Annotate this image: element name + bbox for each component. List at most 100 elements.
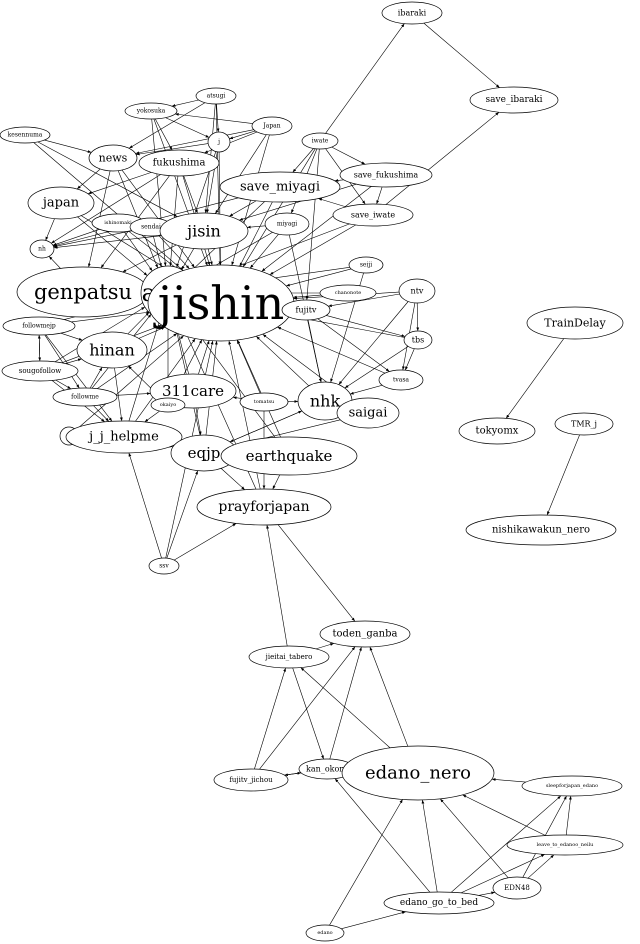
node-j_j_helpme: j_j_helpme [65, 420, 183, 454]
node-label: jieitai_tabero [265, 653, 313, 661]
edge-sougofollow-to-followmejp [37, 334, 41, 362]
edge-EDN48-to-leave_to_edanoo_neilu [527, 854, 555, 879]
edge-prayforjapan-to-toden_ganba [277, 524, 356, 622]
edge-kesennuma-to-jisin [37, 141, 178, 217]
edge-followme-to-hinan [89, 367, 103, 389]
node-save_fukushima: save_fukushima [339, 162, 433, 188]
node-label: kan_okoro [306, 765, 348, 774]
node-ellipse [554, 412, 614, 436]
node-label: news [99, 152, 128, 165]
node-label: tbs [412, 336, 424, 345]
node-kan_okoro: kan_okoro [298, 758, 356, 780]
edge-atsugi-to-yokosuka [171, 99, 199, 107]
node-ellipse [148, 557, 180, 575]
edge-followmejp-to-hinan [60, 332, 83, 341]
edge-save_iwate-to-save_miyagi [318, 198, 347, 208]
edge-edano_go_to_bed-to-sleepforjapan_edano [451, 795, 562, 893]
node-label: tvasa [393, 377, 409, 384]
node-label: edano_nero [365, 763, 471, 784]
edge-save_fukushima-to-save_miyagi [334, 178, 344, 182]
node-kesennuma: kesennuma [0, 126, 51, 144]
node-tomatsu: tomatsu [239, 392, 289, 412]
node-label: seiji [360, 262, 372, 269]
edge-jisin-to-genpatsu [122, 244, 177, 273]
node-label: Japan [262, 123, 280, 130]
edge-miyagi-to-jisin [247, 225, 266, 229]
edge-okaiyo-to-j_j_helpme [144, 410, 160, 423]
node-TrainDelay: TrainDelay [526, 306, 624, 340]
node-genpatsu: genpatsu [16, 266, 150, 318]
edge-save_miyagi-to-jishin [239, 201, 273, 267]
node-j: j [207, 131, 231, 153]
node-ellipse [220, 436, 358, 476]
node-ellipse [281, 299, 331, 321]
edge-ibaraki-to-save_ibaraki [423, 22, 500, 88]
edge-Japan-to-j [229, 130, 256, 140]
edge-fujitv-to-tvasa [317, 318, 390, 372]
node-ellipse [319, 620, 411, 648]
node-ellipse [219, 171, 341, 203]
edge-edano_go_to_bed-to-leave_to_edanoo_neilu [460, 854, 545, 894]
node-ellipse [378, 369, 424, 391]
node-Japan: Japan [251, 116, 293, 136]
node-label: nishikawakun_nero [492, 525, 590, 536]
graph-nodes: ibarakisave_ibarakiatsugiyokosukaJapanjk… [0, 1, 624, 942]
edge-hinan-to-j_j_helpme [114, 367, 123, 422]
edge-jisin-to-jishin [207, 248, 213, 266]
edge-jieitai_tabero-to-kan_okoro [292, 667, 324, 760]
edge-news-to-japan [76, 168, 101, 190]
node-ellipse [305, 924, 345, 942]
node-label: fujitv_jichou [229, 776, 273, 784]
node-ellipse [332, 203, 414, 227]
node-label: nh [38, 246, 46, 253]
node-fujitv: fujitv [281, 299, 331, 321]
edge-iwate-to-ibaraki [325, 23, 405, 134]
node-label: sendai [141, 224, 161, 231]
edge-tomatsu-to-311care [232, 396, 242, 400]
edge-sendai-to-jishin [158, 235, 190, 269]
edge-ishinomaki-to-nh [52, 229, 100, 246]
node-label: tomatsu [254, 399, 275, 405]
node-nh: nh [29, 239, 55, 259]
edge-jieitai_tabero-to-prayforjapan [266, 524, 288, 647]
edge-genpatsu-to-nh [48, 256, 61, 269]
node-label: edano [317, 930, 332, 936]
edge-save_fukushima-to-save_iwate [376, 186, 383, 205]
edge-yokosuka-to-anpi [151, 118, 167, 267]
edge-followmejp-to-j_j_helpme [45, 334, 113, 422]
node-ellipse [403, 330, 433, 350]
node-label: sleepforjapan_edano [546, 783, 598, 789]
edge-iwate-to-save_fukushima [331, 146, 366, 165]
node-followmejp: followmejp [2, 316, 76, 336]
node-nishikawakun_nero: nishikawakun_nero [465, 514, 617, 546]
edge-fukushima-to-jisin [183, 175, 198, 214]
edge-TMR_j-to-nishikawakun_nero [546, 434, 580, 516]
node-ellipse [492, 876, 542, 900]
edge-TrainDelay-to-tokyomx [505, 338, 565, 419]
edge-fukushima-to-nh [51, 174, 161, 244]
edge-followmejp-to-jishin [71, 311, 151, 323]
node-ntv: ntv [398, 278, 436, 304]
node-label: eqjp [188, 444, 221, 462]
node-label: j_j_helpme [87, 430, 159, 445]
edge-save_miyagi-to-jisin [229, 200, 257, 217]
edge-eqjp-to-nhk [229, 410, 303, 443]
node-label: nhk [310, 392, 341, 411]
node-ellipse [521, 775, 623, 797]
edge-Japan-to-news [135, 129, 254, 155]
node-EDN48: EDN48 [492, 876, 542, 900]
node-label: save_iwate [351, 211, 396, 220]
edge-hinan-to-jishin [138, 326, 165, 339]
edge-tomatsu-to-jishin [236, 339, 261, 394]
edge-jisin-to-anpi [181, 248, 195, 270]
node-fujitv_jichou: fujitv_jichou [213, 768, 289, 792]
node-label: hinan [89, 341, 135, 360]
node-ellipse [339, 162, 433, 188]
edge-edano_go_to_bed-to-kan_okoro [334, 778, 431, 893]
node-save_ibaraki: save_ibaraki [469, 86, 559, 114]
node-label: toden_ganba [333, 629, 398, 640]
node-label: ssv [159, 563, 169, 570]
node-ibaraki: ibaraki [381, 1, 443, 25]
node-sleepforjapan_edano: sleepforjapan_edano [521, 775, 623, 797]
edge-atsugi-to-news [128, 102, 206, 149]
